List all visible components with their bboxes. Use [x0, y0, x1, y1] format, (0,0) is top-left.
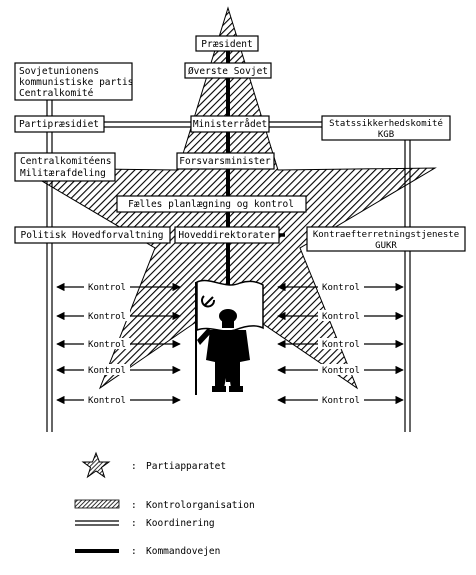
- cpsu-label-line1: Sovjetunionens: [19, 66, 99, 77]
- control-row: Kontrol Kontrol: [56, 281, 404, 293]
- box-council-of-ministers: Ministerrådet: [190, 115, 270, 133]
- control-label: Kontrol: [322, 396, 360, 406]
- cpsu-label-line2: kommunistiske partis: [19, 77, 133, 88]
- left-coordination-line: [46, 100, 53, 432]
- control-label: Kontrol: [322, 366, 360, 376]
- control-label: Kontrol: [88, 340, 126, 350]
- kgb-label-line2: KGB: [378, 130, 394, 140]
- control-label: Kontrol: [322, 340, 360, 350]
- politburo-label: Partipræsidiet: [19, 119, 99, 130]
- label-mask: [318, 338, 364, 349]
- legend-separator: :: [131, 546, 137, 557]
- counterintel-label-line2: GUKR: [375, 241, 397, 251]
- legend-item-command: : Kommandovejen: [75, 546, 220, 557]
- military-dept-label-line1: Centralkomitéens: [20, 156, 112, 167]
- box-main-political-directorate: Politisk Hovedforvaltning: [14, 226, 171, 244]
- legend-label: Partiapparatet: [146, 461, 226, 472]
- legend-label: Kontrolorganisation: [146, 500, 255, 511]
- president-label: Præsident: [201, 39, 252, 50]
- military-dept-label-line2: Militærafdeling: [20, 168, 106, 179]
- double-line-icon: [75, 520, 119, 526]
- box-kgb: Statssikkerhedskomité KGB: [321, 115, 451, 141]
- control-row: Kontrol Kontrol: [56, 310, 404, 322]
- label-mask: [318, 281, 364, 292]
- box-main-directorates: Hoveddirektorater: [174, 226, 280, 244]
- legend-item-coordination: : Koordinering: [75, 518, 215, 529]
- council-of-ministers-label: Ministerrådet: [193, 119, 267, 130]
- main-political-label: Politisk Hovedforvaltning: [21, 230, 164, 241]
- label-mask: [84, 281, 130, 292]
- label-mask: [84, 338, 130, 349]
- label-mask: [84, 394, 130, 405]
- legend-item-control-org: : Kontrolorganisation: [74, 499, 255, 511]
- box-counterintelligence: Kontraefterretningstjeneste GUKR: [306, 226, 466, 252]
- defence-minister-label: Forsvarsminister: [179, 156, 271, 167]
- legend: : Partiapparatet : Kontrolorganisation :…: [74, 451, 255, 557]
- control-label: Kontrol: [88, 366, 126, 376]
- legend-label: Koordinering: [146, 518, 215, 529]
- label-mask: [84, 310, 130, 321]
- main-directorates-label: Hoveddirektorater: [178, 230, 276, 241]
- box-cpsu-central-committee: Sovjetunionens kommunistiske partis Cent…: [14, 62, 133, 101]
- control-label: Kontrol: [88, 283, 126, 293]
- control-row: Kontrol Kontrol: [56, 364, 404, 376]
- soldier-with-flag-figure: [195, 279, 264, 395]
- box-president: Præsident: [195, 35, 259, 52]
- box-politburo: Partipræsidiet: [14, 115, 105, 133]
- label-mask: [318, 394, 364, 405]
- box-supreme-soviet: Øverste Sovjet: [184, 62, 272, 79]
- joint-planning-label: Fælles planlægning og kontrol: [128, 199, 294, 210]
- control-label: Kontrol: [322, 312, 360, 322]
- label-mask: [318, 364, 364, 375]
- supreme-soviet-label: Øverste Sovjet: [188, 66, 268, 77]
- legend-label: Kommandovejen: [146, 546, 220, 557]
- label-mask: [318, 310, 364, 321]
- control-label: Kontrol: [322, 283, 360, 293]
- kgb-label-line1: Statssikkerhedskomité: [329, 118, 443, 129]
- star-icon: [81, 451, 111, 479]
- cpsu-label-line3: Centralkomité: [19, 88, 94, 99]
- control-row: Kontrol Kontrol: [56, 338, 404, 350]
- control-label: Kontrol: [88, 396, 126, 406]
- box-military-department: Centralkomitéens Militærafdeling: [14, 152, 116, 182]
- legend-separator: :: [131, 500, 137, 511]
- label-mask: [84, 364, 130, 375]
- counterintel-label-line1: Kontraefterretningstjeneste: [313, 230, 459, 240]
- control-row: Kontrol Kontrol: [56, 394, 404, 406]
- legend-separator: :: [131, 461, 137, 472]
- box-defence-minister: Forsvarsminister: [176, 152, 275, 170]
- box-joint-planning: Fælles planlægning og kontrol: [116, 195, 307, 213]
- hatched-line-icon: [74, 499, 120, 509]
- control-label: Kontrol: [88, 312, 126, 322]
- legend-item-party-apparatus: : Partiapparatet: [81, 451, 226, 479]
- hammer-sickle-icon: [201, 295, 215, 308]
- legend-separator: :: [131, 518, 137, 529]
- right-coordination-line: [404, 138, 411, 432]
